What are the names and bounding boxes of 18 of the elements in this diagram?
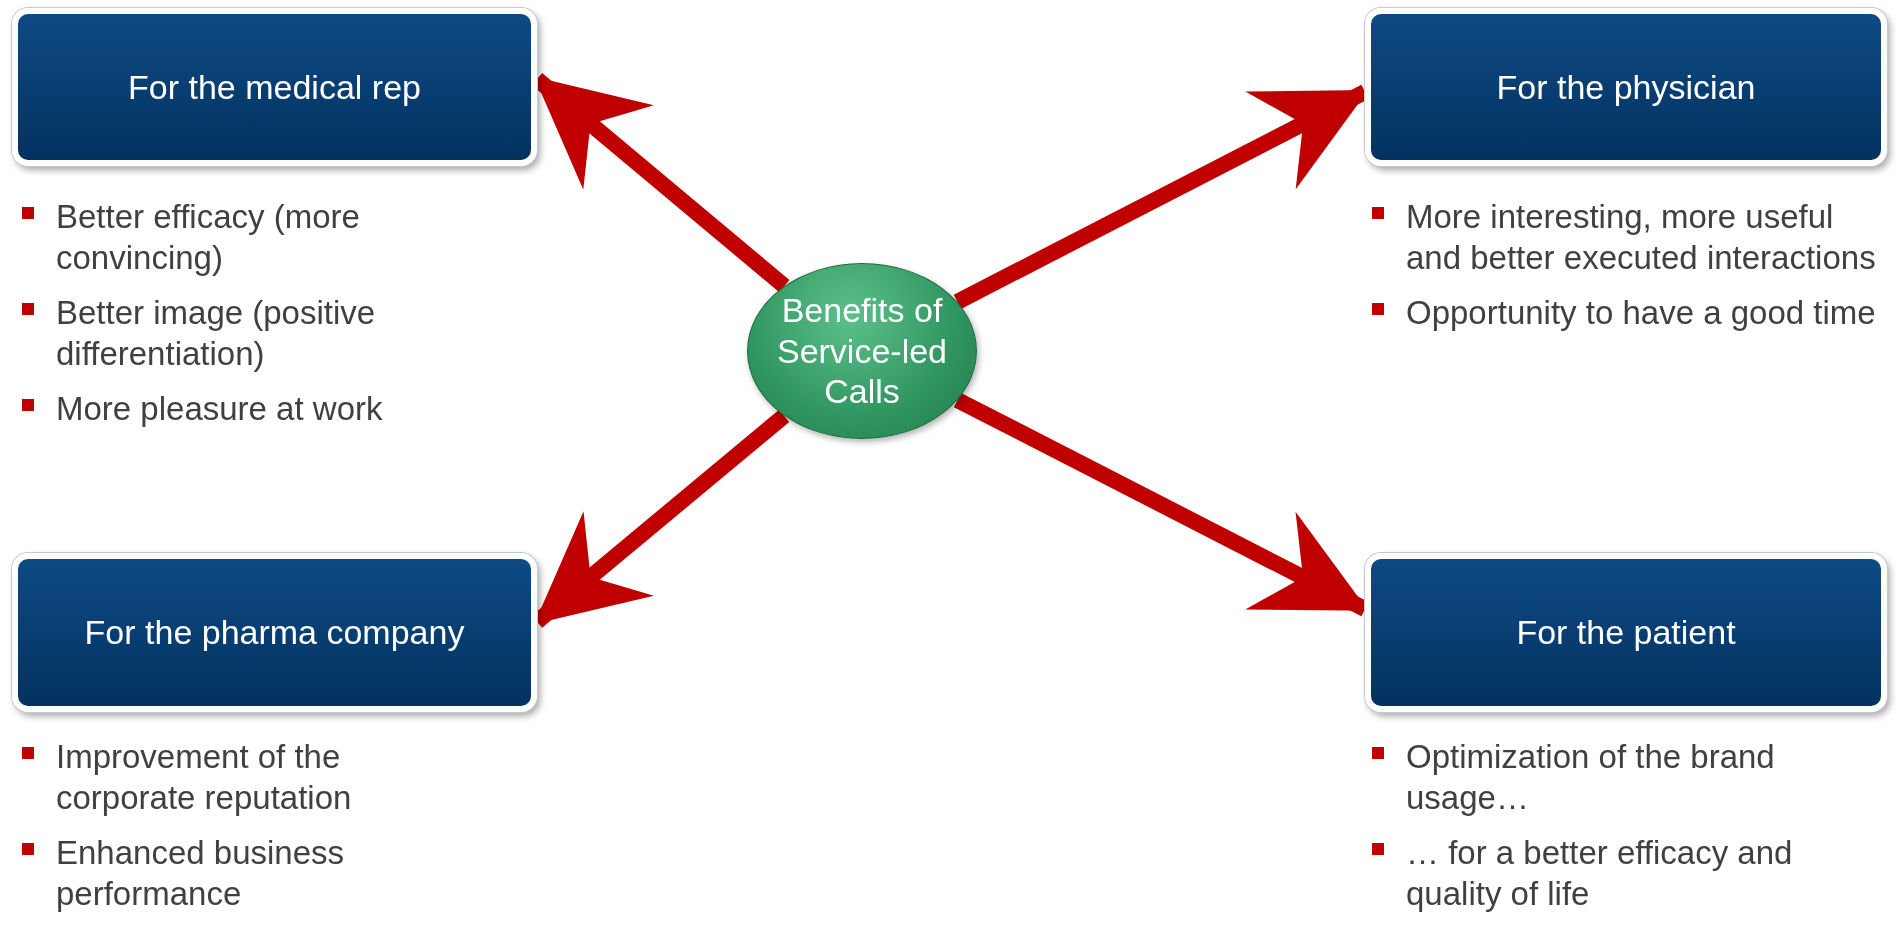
bullet-item: More interesting, more useful and better executed interactions [1372, 196, 1892, 278]
category-box [1365, 8, 1887, 166]
box-title: For the medical rep [128, 66, 421, 108]
bullet-item: Optimization of the brand usage… [1372, 736, 1872, 818]
bullet-item: Better efficacy (more convincing) [22, 196, 462, 278]
category-box [12, 8, 537, 166]
category-box [1365, 553, 1887, 712]
bullet-item: … for a better efficacy and quality of life [1372, 832, 1872, 914]
box-title: For the pharma company [84, 612, 465, 653]
box-title: For the physician [1496, 66, 1756, 108]
bullet-item: Enhanced business performance [22, 832, 462, 914]
category-box [12, 553, 537, 712]
bullet-item: Improvement of the corporate reputation [22, 736, 462, 818]
box-title: For the patient [1516, 612, 1736, 653]
bullet-item: Opportunity to have a good time [1372, 292, 1892, 333]
bullet-item: Better image (positive differentiation) [22, 292, 462, 374]
bullet-item: More pleasure at work [22, 388, 462, 429]
topic-title: Benefits of Service-led Calls [775, 289, 949, 413]
